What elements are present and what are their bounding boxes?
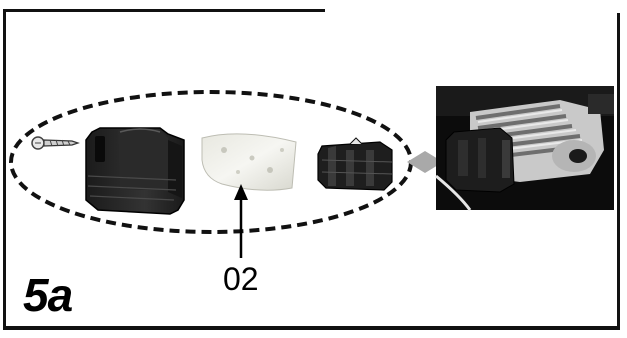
callout-number: 02 [223, 261, 259, 297]
air-filter-sponge-icon [201, 133, 297, 191]
screw-icon [31, 136, 80, 150]
direction-arrow-icon [407, 151, 443, 173]
step-label: 5a [23, 269, 73, 321]
callout-arrow [234, 184, 248, 258]
frame-gap [325, 7, 620, 13]
filter-cover-icon [85, 127, 185, 215]
filter-holder-icon [317, 137, 393, 191]
figure-frame [3, 9, 620, 330]
engine-photo [435, 86, 614, 211]
